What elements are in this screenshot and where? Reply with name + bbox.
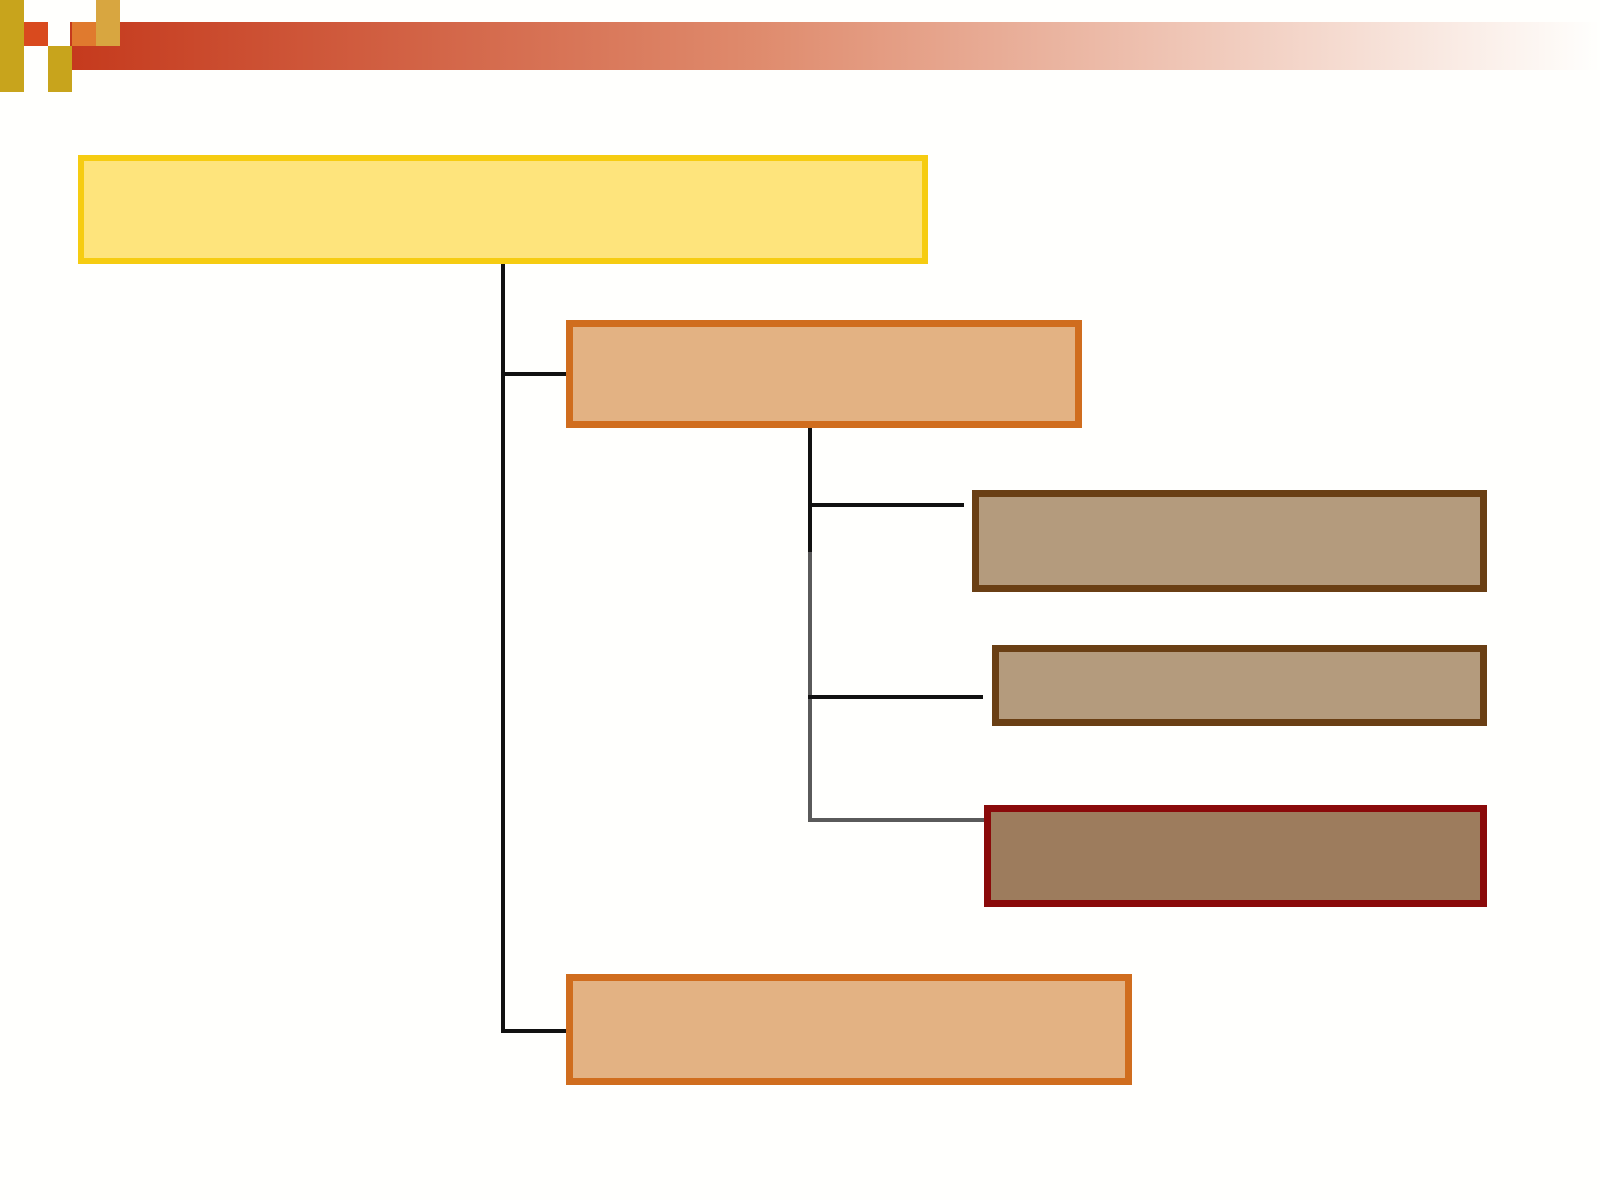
connector-trunk-main — [501, 264, 505, 1033]
connector-leaf-1 — [808, 503, 964, 507]
connector-trunk-sub-lower — [808, 552, 812, 822]
header-gradient-band — [70, 22, 1600, 70]
connector-branch-bottom — [501, 1029, 567, 1033]
connector-branch-top — [501, 372, 567, 376]
connector-leaf-3 — [808, 818, 996, 822]
corner-tile-1 — [0, 0, 24, 92]
corner-tile-2 — [24, 22, 48, 46]
leaf-2-box — [992, 645, 1487, 726]
corner-tile-3 — [48, 46, 72, 92]
root-box — [78, 155, 928, 264]
branch-bottom-box — [566, 974, 1132, 1085]
corner-tile-4 — [72, 22, 96, 46]
connector-leaf-2 — [808, 695, 983, 699]
leaf-3-box — [984, 805, 1487, 907]
leaf-1-box — [972, 490, 1487, 592]
connector-trunk-sub — [808, 428, 812, 552]
corner-tile-5 — [96, 0, 120, 46]
branch-top-box — [566, 320, 1082, 428]
